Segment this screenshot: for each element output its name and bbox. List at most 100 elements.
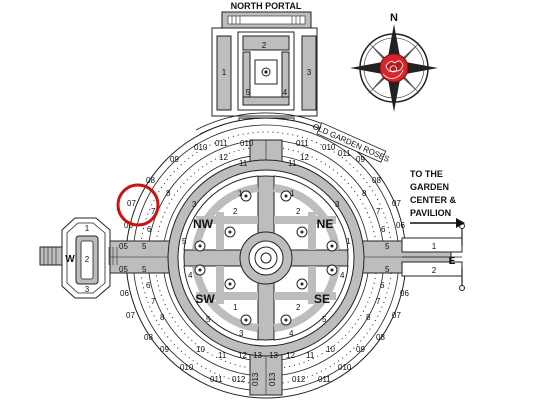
- east-entry[interactable]: 1 2 E: [401, 223, 465, 291]
- portal-num-1: 1: [222, 68, 227, 77]
- bed-label: 08: [376, 333, 385, 342]
- bed-label: 010: [194, 143, 208, 152]
- inner-bed-label: 5: [206, 315, 211, 324]
- formal-garden: [167, 159, 365, 357]
- inner-bed-label: 4: [188, 271, 193, 280]
- bed-label: 7: [376, 207, 381, 216]
- bed-label: 011: [296, 139, 309, 148]
- bed-label: 011: [215, 139, 228, 148]
- bed-label: 09: [356, 155, 365, 164]
- bed-label: 013: [268, 372, 277, 386]
- west-pavilion-num-2: 2: [85, 255, 90, 264]
- bed-label: 05: [119, 265, 128, 274]
- bed-label: 8: [160, 313, 165, 322]
- compass-north-letter: N: [390, 12, 398, 24]
- bed-label: 010: [338, 363, 352, 372]
- bed-label: 5: [142, 242, 147, 251]
- bed-label: 8: [366, 313, 371, 322]
- quadrant-se-label[interactable]: SE: [314, 292, 330, 306]
- portal-title: NORTH PORTAL: [231, 1, 302, 11]
- compass-rose-icon: N: [350, 12, 438, 112]
- portal-num-5: 5: [246, 88, 251, 97]
- bed-label: 6: [381, 225, 386, 234]
- bed-label: 07: [392, 199, 401, 208]
- inner-bed-label: 1: [346, 237, 351, 246]
- bed-label: 06: [396, 221, 405, 230]
- bed-label: 011: [210, 375, 223, 384]
- bed-label: 08: [144, 333, 153, 342]
- bed-label: 07: [392, 311, 401, 320]
- bed-label: 12: [219, 153, 228, 162]
- bed-label: 8: [166, 189, 171, 198]
- bed-label: 5: [385, 265, 390, 274]
- bed-label: 10: [196, 345, 205, 354]
- east-num-1: 1: [432, 242, 437, 251]
- bed-label: 09: [170, 155, 179, 164]
- bed-label: 010: [180, 363, 194, 372]
- bed-label: 09: [356, 345, 365, 354]
- bed-label: 6: [147, 225, 152, 234]
- bed-label: 11: [218, 351, 227, 360]
- portal-num-3: 3: [307, 68, 312, 77]
- bed-label: 011: [318, 375, 331, 384]
- bed-label: 010: [322, 143, 336, 152]
- portal-num-2: 2: [262, 41, 267, 50]
- bed-label: 11: [306, 351, 315, 360]
- quadrant-ne-label[interactable]: NE: [317, 217, 334, 231]
- inner-bed-label: 4: [340, 271, 345, 280]
- bed-label: 6: [380, 281, 385, 290]
- portal-num-4: 4: [283, 88, 288, 97]
- north-portal[interactable]: NORTH PORTAL 2 1 3 5 4: [211, 1, 318, 131]
- bed-label: 7: [151, 207, 156, 216]
- directions-line-3: CENTER &: [410, 195, 457, 205]
- bed-label: 05: [119, 242, 128, 251]
- inner-bed-label: 1: [290, 189, 295, 198]
- inner-bed-label: 2: [233, 207, 238, 216]
- bed-label: 012: [292, 375, 306, 384]
- bed-label: 012: [232, 375, 246, 384]
- inner-bed-label: 3: [335, 200, 340, 209]
- directions-line-1: TO THE: [410, 169, 443, 179]
- bed-label: 06: [124, 221, 133, 230]
- east-num-2: 2: [432, 266, 437, 275]
- quadrant-sw-label[interactable]: SW: [195, 292, 215, 306]
- bed-label: 13: [253, 351, 262, 360]
- inner-bed-label: 3: [239, 329, 244, 338]
- inner-bed-label: 4: [289, 329, 294, 338]
- west-pavilion-num-1: 1: [85, 224, 90, 233]
- bed-label: 11: [239, 159, 248, 168]
- bed-label: 09: [160, 345, 169, 354]
- bed-label: 13: [269, 351, 278, 360]
- bed-label: 010: [240, 139, 254, 148]
- bed-label: 8: [362, 189, 367, 198]
- inner-bed-label: 5: [182, 237, 187, 246]
- bed-label: 10: [326, 345, 335, 354]
- bed-label: 07: [127, 199, 136, 208]
- bed-label: 12: [286, 351, 295, 360]
- inner-bed-label: 5: [322, 315, 327, 324]
- bed-label: 06: [400, 289, 409, 298]
- west-pavilion-num-3: 3: [85, 285, 90, 294]
- bed-label: 5: [385, 242, 390, 251]
- bed-label: 12: [300, 153, 309, 162]
- inner-bed-label: 1: [238, 189, 243, 198]
- bed-label: 11: [288, 159, 297, 168]
- bed-label: 013: [251, 372, 260, 386]
- west-pavilion-label: W: [65, 254, 75, 265]
- bed-label: 08: [372, 176, 381, 185]
- inner-bed-label: 1: [233, 303, 238, 312]
- quadrant-nw-label[interactable]: NW: [193, 217, 214, 231]
- bed-label: 6: [146, 281, 151, 290]
- inner-bed-label: 2: [296, 303, 301, 312]
- bed-label: 7: [376, 297, 381, 306]
- west-pavilion[interactable]: W 2 1 3: [39, 217, 118, 299]
- bed-label: 7: [151, 297, 156, 306]
- bed-label: 5: [142, 265, 147, 274]
- bed-label: 011: [338, 149, 351, 158]
- east-entry-label: E: [449, 256, 456, 267]
- bed-label: 12: [238, 351, 247, 360]
- bed-label: 07: [126, 311, 135, 320]
- garden-center-directions[interactable]: TO THE GARDEN CENTER & PAVILION: [410, 169, 465, 228]
- highlight-circle[interactable]: [116, 183, 160, 227]
